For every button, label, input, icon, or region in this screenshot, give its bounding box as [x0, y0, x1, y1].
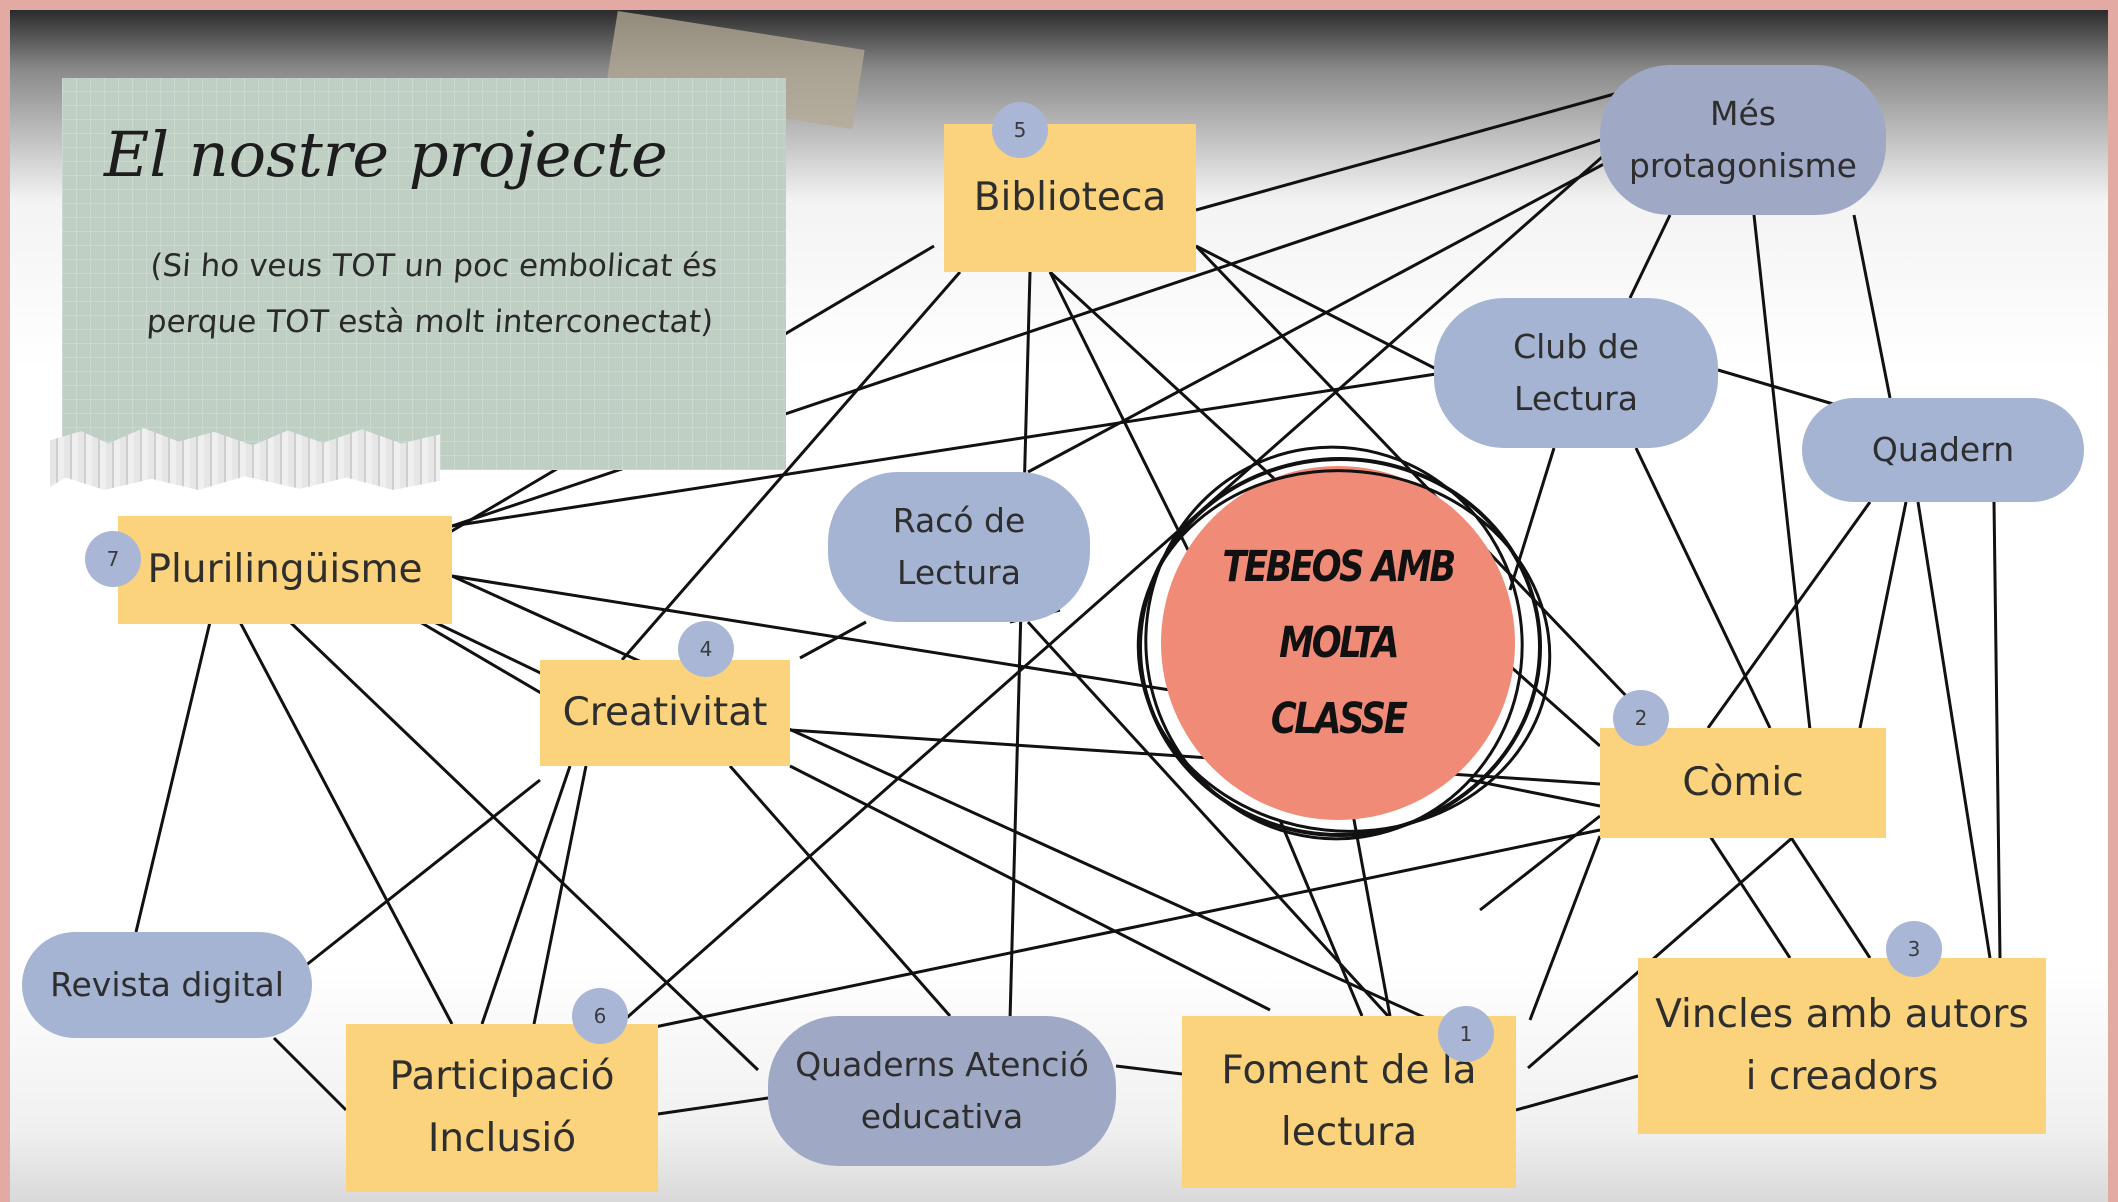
connection-line: [1634, 447, 1772, 729]
connection-line: [657, 1096, 769, 1116]
node-quadern: Quadern: [1802, 398, 2084, 502]
connection-line: [621, 148, 1611, 1024]
connection-line: [1509, 664, 1601, 748]
node-vincles: Vincles amb autors i creadors: [1638, 958, 2046, 1134]
node-participacio-label: Participació Inclusió: [389, 1054, 615, 1161]
badge-comic: 2: [1613, 690, 1669, 746]
connection-line: [728, 765, 952, 1017]
connection-line: [1195, 244, 1447, 376]
connection-line: [451, 372, 1437, 528]
badge-vincles: 3: [1886, 921, 1942, 977]
connection-line: [272, 1036, 348, 1112]
connection-line: [1708, 835, 1792, 959]
connection-lines: [134, 86, 2002, 1116]
node-creativitat-label: Creativitat: [562, 690, 768, 735]
connection-line: [1628, 214, 1672, 299]
central-topic-circle: TEBEOS AMB MOLTA CLASSE: [1161, 466, 1515, 820]
badge-biblioteca: 5: [992, 102, 1048, 158]
connection-line: [649, 828, 1601, 1030]
connection-line: [1992, 501, 2002, 959]
node-club-lectura-label: Club de Lectura: [1513, 327, 1639, 418]
connection-line: [299, 778, 541, 972]
connection-line: [1479, 814, 1601, 912]
node-biblioteca: Biblioteca: [944, 124, 1196, 272]
node-creativitat: Creativitat: [540, 660, 790, 766]
badge-foment: 1: [1438, 1006, 1494, 1062]
connection-line: [1528, 835, 1602, 1021]
node-quaderns-atencio-label: Quaderns Atenció educativa: [795, 1045, 1089, 1136]
central-topic-label: TEBEOS AMB MOLTA CLASSE: [1222, 542, 1456, 744]
connection-line: [532, 765, 588, 1025]
connection-line: [480, 765, 572, 1025]
connection-line: [1788, 835, 1872, 959]
connection-line: [1008, 271, 1032, 1021]
connection-line: [789, 764, 1271, 1012]
node-plurilinguisme-label: Plurilingüisme: [147, 547, 423, 592]
title-card: El nostre projecte (Si ho veus TOT un po…: [62, 78, 786, 470]
badge-participacio: 6: [572, 988, 628, 1044]
connection-line: [451, 574, 1431, 1022]
badge-creativitat: 4: [678, 621, 734, 677]
connection-line: [1858, 501, 1908, 729]
node-revista-digital-label: Revista digital: [50, 965, 284, 1004]
node-club-lectura: Club de Lectura: [1434, 298, 1718, 448]
page-subtitle: (Si ho veus TOT un poc embolicat és perq…: [145, 248, 719, 340]
connection-line: [1115, 1064, 1183, 1076]
node-quaderns-atencio: Quaderns Atenció educativa: [768, 1016, 1116, 1166]
connection-line: [1717, 368, 1841, 408]
node-plurilinguisme: Plurilingüisme: [118, 516, 452, 624]
node-revista-digital: Revista digital: [22, 932, 312, 1038]
connection-line: [1508, 447, 1556, 591]
connection-line: [1527, 836, 1793, 1070]
node-biblioteca-label: Biblioteca: [973, 175, 1167, 220]
node-raco-lectura-label: Racó de Lectura: [892, 501, 1026, 592]
connection-line: [799, 620, 867, 660]
connection-line: [1048, 270, 1282, 486]
diagram-canvas: El nostre projecte (Si ho veus TOT un po…: [10, 10, 2108, 1202]
scribble-circles: [1136, 445, 1552, 841]
connection-line: [620, 271, 962, 661]
connection-line: [1027, 148, 1631, 474]
connection-line: [1852, 214, 1892, 399]
page-title: El nostre projecte: [104, 118, 668, 191]
connection-line: [1469, 778, 1601, 808]
connection-line: [1916, 501, 1992, 959]
connection-line: [1026, 620, 1390, 1018]
node-mes-protagonisme-label: Més protagonisme: [1628, 94, 1857, 185]
connection-line: [789, 728, 1601, 786]
node-mes-protagonisme: Més protagonisme: [1600, 65, 1886, 215]
node-comic-label: Còmic: [1682, 760, 1804, 805]
connection-line: [238, 621, 454, 1025]
node-raco-lectura: Racó de Lectura: [828, 472, 1090, 622]
connection-line: [1278, 819, 1364, 1017]
connection-line: [1195, 86, 1637, 212]
connection-line: [134, 621, 212, 933]
node-comic: Còmic: [1600, 728, 1886, 838]
node-vincles-label: Vincles amb autors i creadors: [1655, 992, 2029, 1099]
node-foment-label: Foment de la lectura: [1221, 1048, 1477, 1155]
connection-line: [1515, 1074, 1639, 1112]
badge-plurilinguisme: 7: [85, 531, 141, 587]
node-participacio: Participació Inclusió: [346, 1024, 658, 1192]
connection-line: [1706, 501, 1872, 729]
node-quadern-label: Quadern: [1871, 430, 2015, 469]
connection-line: [451, 574, 1171, 692]
connection-line: [288, 620, 760, 1072]
connection-line: [1752, 214, 1812, 731]
